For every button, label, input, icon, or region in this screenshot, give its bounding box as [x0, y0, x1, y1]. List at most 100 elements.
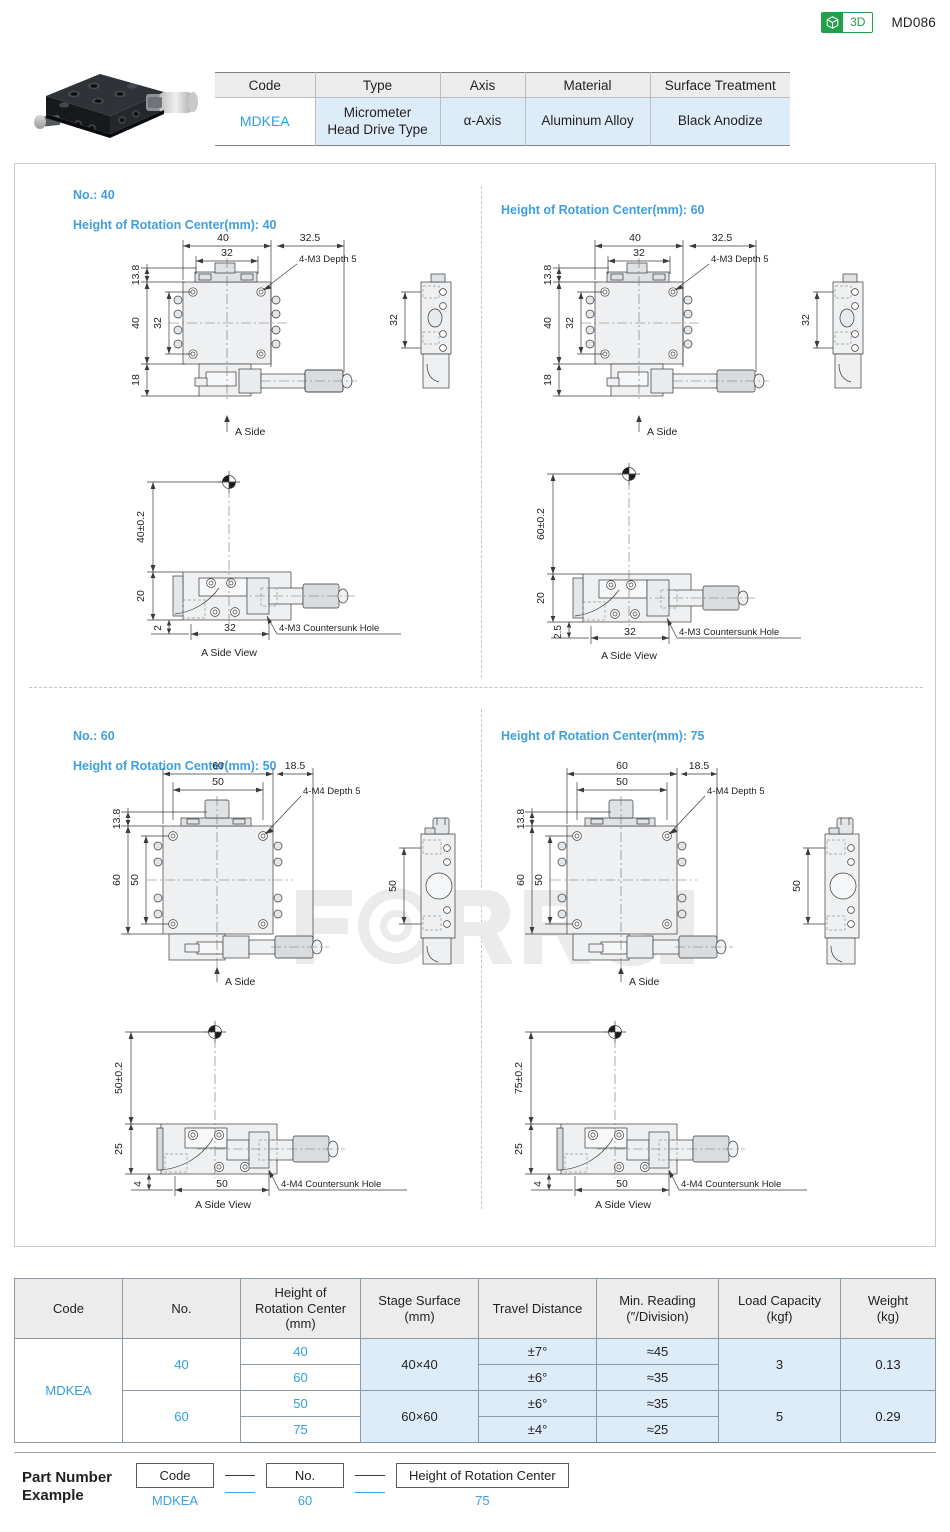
spec-cell-stage-1: 40×40	[360, 1338, 479, 1391]
spec-header-no: No.	[122, 1278, 241, 1339]
svg-text:32: 32	[221, 247, 233, 259]
spec-cell-weight-1: 0.13	[840, 1338, 936, 1391]
header-material: Material	[525, 72, 651, 98]
svg-text:40: 40	[130, 317, 142, 329]
svg-text:50: 50	[616, 776, 628, 788]
spec-header-stage-l1: Stage Surface	[378, 1292, 461, 1308]
svg-text:18: 18	[130, 374, 142, 386]
table-row: MDKEA Micrometer Head Drive Type α-Axis …	[215, 97, 790, 146]
svg-text:2: 2	[153, 625, 164, 631]
svg-text:32: 32	[633, 247, 645, 259]
part-number-row: Code MDKEA No. 60 Height of Rotation Cen…	[136, 1463, 569, 1508]
part-number-value-code: MDKEA	[151, 1493, 199, 1508]
part-number-value-height: 75	[475, 1493, 490, 1508]
spec-cell-travel-4: ±4°	[478, 1416, 597, 1443]
svg-text:32: 32	[624, 626, 636, 638]
spec-header-stage-l2: (mm)	[404, 1308, 435, 1324]
spec-header-row: Code No. Height of Rotation Center (mm) …	[14, 1278, 936, 1339]
svg-text:50: 50	[616, 1178, 628, 1190]
part-number-label-line2: Example	[22, 1487, 84, 1504]
spec-header-reading-l1: Min. Reading	[619, 1292, 696, 1308]
callout-countersunk-1: 4-M3 Countersunk Hole	[279, 623, 379, 634]
panel-divider-vertical-top	[481, 186, 482, 678]
part-number-label-line1: Part Number	[22, 1469, 113, 1486]
specifications-table: Code No. Height of Rotation Center (mm) …	[14, 1278, 936, 1443]
cell-axis: α-Axis	[440, 97, 526, 146]
spec-header-height-l3: (mm)	[285, 1316, 316, 1332]
spec-cell-no-1: 40	[122, 1338, 241, 1391]
header-axis: Axis	[440, 72, 526, 98]
svg-text:40±0.2: 40±0.2	[135, 511, 147, 543]
product-info-table: Code Type Axis Material Surface Treatmen…	[215, 72, 790, 146]
svg-text:50: 50	[791, 880, 803, 892]
dash-line-dark-2	[355, 1475, 385, 1476]
part-number-value-no: 60	[297, 1493, 313, 1508]
cell-code: MDKEA	[215, 97, 316, 146]
svg-text:50: 50	[533, 874, 545, 886]
svg-text:25: 25	[113, 1143, 125, 1155]
spec-cell-weight-2: 0.29	[840, 1390, 936, 1443]
svg-text:75±0.2: 75±0.2	[513, 1062, 525, 1094]
spec-header-weight-l1: Weight	[867, 1292, 909, 1308]
spec-header-reading: Min. Reading (″/Division)	[596, 1278, 719, 1339]
part-number-dash-1	[214, 1463, 266, 1493]
svg-text:A Side: A Side	[647, 426, 678, 438]
spec-cell-height-1: 40	[240, 1338, 361, 1365]
spec-cell-travel-3: ±6°	[478, 1390, 597, 1417]
drawing-2-side-aux: 32	[799, 264, 889, 404]
cell-surface-treatment: Black Anodize	[650, 97, 790, 146]
spec-cell-stage-2: 60×60	[360, 1390, 479, 1443]
table-header-row: Code Type Axis Material Surface Treatmen…	[215, 72, 790, 98]
spec-header-height-l2: Rotation Center	[254, 1300, 347, 1316]
3d-badge[interactable]: 3D	[821, 12, 874, 33]
drawing-label-3-line2: Height of Rotation Center(mm): 50	[73, 759, 277, 773]
callout-countersunk-2: 4-M3 Countersunk Hole	[679, 627, 779, 638]
svg-text:13.8: 13.8	[515, 809, 527, 830]
drawing-4-side-aux: 50	[791, 804, 886, 974]
cell-type-line2: Head Drive Type	[327, 121, 428, 137]
dash-line-dark-1	[225, 1475, 255, 1476]
svg-text:60: 60	[515, 874, 527, 886]
svg-text:A Side View: A Side View	[601, 650, 657, 662]
svg-text:60: 60	[111, 874, 123, 886]
svg-text:13.8: 13.8	[130, 265, 142, 286]
drawing-3-a-side-view: 50±0.2 25 4 50	[97, 1012, 417, 1212]
part-number-example: Part Number Example Code MDKEA No. 60 He…	[14, 1452, 936, 1520]
dash-line-blue-1	[225, 1492, 255, 1493]
drawing-label-1-line1: No.: 40	[73, 188, 115, 202]
spec-header-load: Load Capacity (kgf)	[718, 1278, 841, 1339]
page-header: 3D MD086	[821, 12, 936, 33]
cell-type: Micrometer Head Drive Type	[315, 97, 441, 146]
svg-text:18.5: 18.5	[285, 760, 306, 772]
svg-text:18: 18	[542, 374, 554, 386]
svg-text:50: 50	[129, 874, 141, 886]
spec-header-code: Code	[14, 1278, 123, 1339]
part-number-label: Part Number Example	[22, 1469, 112, 1505]
drawing-label-3-line1: No.: 60	[73, 729, 115, 743]
drawing-3-top-view: 60 18.5 50 13.8	[111, 754, 461, 994]
drawing-4-top-view: 60 18.5 50 13.8 60	[515, 754, 865, 994]
svg-text:40: 40	[629, 232, 641, 244]
spec-cell-reading-4: ≈25	[596, 1416, 719, 1443]
svg-text:18.5: 18.5	[689, 760, 710, 772]
spec-header-travel: Travel Distance	[478, 1278, 597, 1339]
spec-cell-no-2: 60	[122, 1390, 241, 1443]
svg-text:32.5: 32.5	[300, 232, 321, 244]
drawing-1-a-side-view: 40±0.2 20 2 32	[111, 464, 421, 664]
svg-text:32: 32	[152, 317, 164, 329]
header-code: Code	[215, 72, 316, 98]
part-number-dash-2	[344, 1463, 396, 1493]
spec-cell-load-1: 3	[718, 1338, 841, 1391]
part-number-slot-no: No. 60	[266, 1463, 344, 1508]
svg-text:A Side: A Side	[235, 426, 266, 438]
spec-header-load-l2: (kgf)	[766, 1308, 793, 1324]
drawing-4-a-side-view: 75±0.2 25 4 50 4-M4 Countersunk H	[497, 1012, 817, 1212]
spec-cell-height-4: 75	[240, 1416, 361, 1443]
svg-text:A Side: A Side	[225, 976, 256, 988]
svg-text:A Side View: A Side View	[195, 1199, 251, 1211]
drawing-label-1: No.: 40 Height of Rotation Center(mm): 4…	[73, 173, 276, 248]
drawing-3-side-aux: 50	[387, 804, 482, 974]
svg-text:60±0.2: 60±0.2	[535, 508, 547, 540]
svg-text:40: 40	[542, 317, 554, 329]
panel-divider-horizontal	[29, 687, 923, 688]
